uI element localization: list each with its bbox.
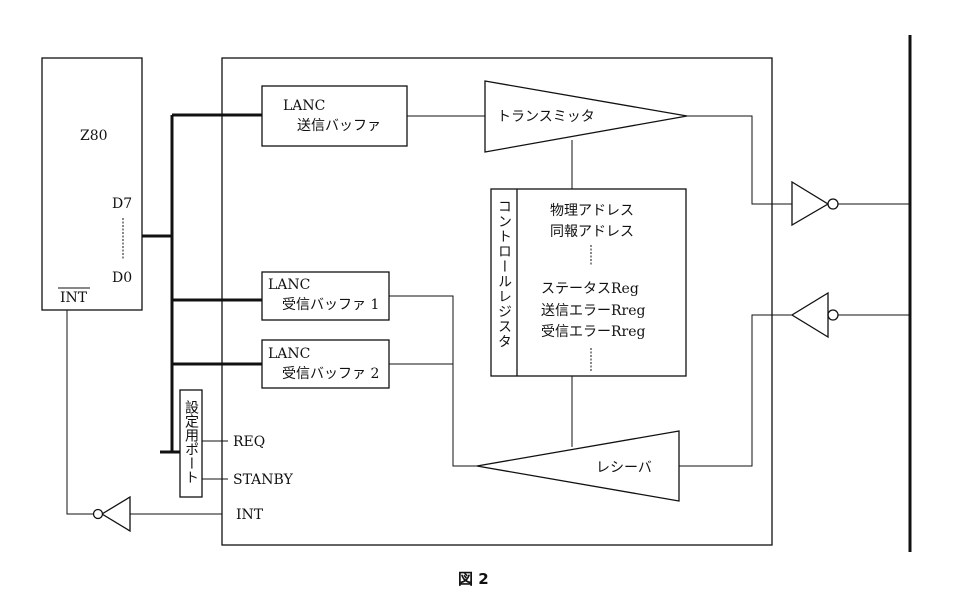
register-item-status: ステータスReg [541, 281, 639, 297]
tx-buffer-line1: LANC [283, 98, 325, 114]
settings-port-block: 設定用ポート REQ STANBY INT [160, 389, 294, 523]
transmitter-block: トランスミッタ [407, 80, 688, 153]
register-item-physical-address: 物理アドレス [550, 203, 634, 219]
z80-label: Z80 [80, 128, 108, 144]
receiver-block: レシーバ [389, 295, 680, 502]
register-item-rx-error: 受信エラーRreg [541, 324, 646, 340]
figure-caption: 図 2 [458, 570, 489, 588]
tx-buffer-line2: 送信バッファ [297, 118, 381, 134]
data-bus [142, 113, 262, 454]
rx-buffer1-line2: 受信バッファ 1 [282, 297, 379, 313]
control-register-title: コントロールレジスタ [496, 199, 512, 349]
rx-line-receiver [679, 291, 910, 467]
rx-buffer1-block: LANC 受信バッファ 1 [261, 271, 390, 321]
control-register-block: コントロールレジスタ 物理アドレス 同報アドレス ステータスReg 送信エラーR… [490, 140, 687, 447]
int-inverter-path [66, 310, 222, 533]
register-item-tx-error: 送信エラーRreg [541, 303, 646, 319]
tx-line-driver [687, 115, 910, 227]
lanc-controller-box [221, 57, 773, 546]
req-signal-label: REQ [233, 434, 265, 450]
int-signal-label: INT [236, 507, 264, 523]
d0-label: D0 [112, 270, 132, 286]
rx-buffer1-line1: LANC [268, 277, 310, 293]
z80-cpu-block: Z80 D7 D0 INT [41, 57, 143, 311]
d7-label: D7 [112, 196, 132, 212]
rx-buffer2-line1: LANC [268, 346, 310, 362]
receiver-label: レシーバ [596, 460, 652, 476]
rx-buffer2-line2: 受信バッファ 2 [282, 366, 379, 382]
int-label: INT [60, 290, 88, 306]
tx-buffer-block: LANC 送信バッファ [261, 85, 408, 147]
transmitter-label: トランスミッタ [497, 109, 595, 125]
register-item-broadcast-address: 同報アドレス [550, 224, 634, 240]
rx-buffer2-block: LANC 受信バッファ 2 [261, 339, 390, 389]
stanby-signal-label: STANBY [233, 472, 294, 488]
settings-port-title: 設定用ポート [183, 400, 199, 484]
